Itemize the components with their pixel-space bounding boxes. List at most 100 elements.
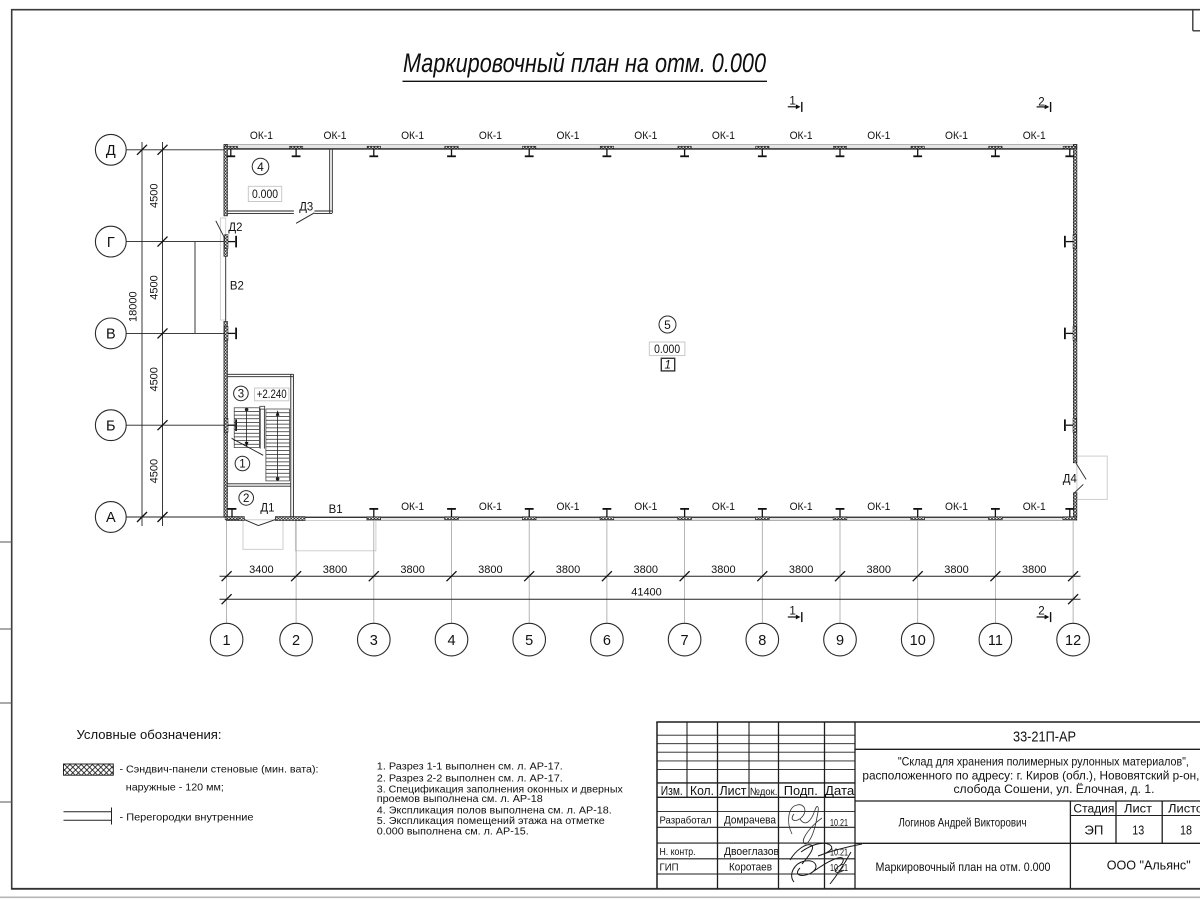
svg-text:10.21: 10.21: [830, 848, 848, 859]
svg-text:Разработал: Разработал: [660, 814, 712, 826]
svg-text:Домрачева: Домрачева: [724, 814, 777, 826]
svg-text:41400: 41400: [631, 587, 662, 599]
svg-text:- Перегородки внутренние: - Перегородки внутренние: [120, 811, 254, 823]
svg-text:2: 2: [292, 633, 300, 649]
svg-text:3. Спецификация заполнения око: 3. Спецификация заполнения оконных и две…: [377, 783, 623, 795]
svg-text:2: 2: [1038, 606, 1044, 618]
svg-text:8: 8: [758, 633, 766, 649]
svg-text:33-21П-АР: 33-21П-АР: [1013, 729, 1076, 745]
svg-text:Кол.: Кол.: [690, 784, 714, 798]
svg-text:Д2: Д2: [228, 220, 242, 234]
svg-text:Коротаев: Коротаев: [729, 861, 772, 873]
svg-text:Б: Б: [106, 418, 116, 434]
svg-text:№док.: №док.: [750, 786, 778, 798]
svg-text:2: 2: [1038, 96, 1044, 108]
svg-text:18000: 18000: [128, 291, 140, 322]
svg-text:Изм.: Изм.: [661, 784, 683, 798]
svg-text:ОК-1: ОК-1: [557, 130, 580, 142]
svg-text:4500: 4500: [149, 275, 161, 299]
svg-text:4500: 4500: [149, 183, 161, 207]
svg-text:1: 1: [789, 606, 795, 618]
svg-text:ОК-1: ОК-1: [250, 130, 273, 142]
svg-text:ОК-1: ОК-1: [790, 501, 813, 513]
svg-text:3800: 3800: [556, 564, 580, 576]
svg-text:Листов: Листов: [1168, 803, 1200, 815]
svg-text:ОК-1: ОК-1: [867, 130, 890, 142]
svg-text:3800: 3800: [944, 564, 968, 576]
svg-text:3800: 3800: [711, 564, 735, 576]
svg-text:1: 1: [223, 633, 231, 649]
svg-text:12: 12: [1065, 633, 1081, 649]
svg-text:слобода Сошени, ул. Ёлочная, д: слобода Сошени, ул. Ёлочная, д. 1.: [954, 782, 1155, 796]
svg-text:3800: 3800: [789, 564, 813, 576]
svg-text:Условные обозначения:: Условные обозначения:: [77, 728, 222, 742]
svg-text:3800: 3800: [478, 564, 502, 576]
svg-text:Лист: Лист: [1124, 803, 1153, 815]
svg-text:4500: 4500: [149, 459, 161, 483]
svg-text:В1: В1: [329, 502, 343, 516]
svg-text:0.000: 0.000: [654, 342, 680, 356]
svg-text:Д3: Д3: [299, 199, 313, 213]
svg-text:Д4: Д4: [1063, 471, 1077, 485]
svg-text:2. Разрез 2-2 выполнен см. л.: 2. Разрез 2-2 выполнен см. л. АР-17.: [377, 773, 563, 784]
svg-text:10: 10: [910, 633, 926, 649]
svg-text:Логинов Андрей Викторович: Логинов Андрей Викторович: [899, 815, 1027, 829]
svg-text:ОК-1: ОК-1: [945, 130, 968, 142]
svg-text:Д: Д: [106, 143, 116, 159]
svg-text:1: 1: [664, 360, 670, 372]
svg-text:- Сэндвич-панели стеновые (мин: - Сэндвич-панели стеновые (мин. вата):: [120, 764, 319, 776]
svg-text:ОК-1: ОК-1: [1023, 130, 1046, 142]
svg-text:+2.240: +2.240: [257, 387, 287, 401]
svg-text:9: 9: [836, 633, 844, 649]
svg-text:ООО "Альянс": ООО "Альянс": [1107, 858, 1191, 872]
svg-text:ЭП: ЭП: [1084, 823, 1103, 838]
svg-text:3: 3: [238, 389, 244, 401]
svg-text:расположенного по адресу: г. К: расположенного по адресу: г. Киров (обл.…: [862, 768, 1200, 782]
svg-text:ОК-1: ОК-1: [479, 130, 502, 142]
svg-text:Дата: Дата: [825, 783, 855, 798]
svg-text:Г: Г: [107, 235, 115, 251]
svg-text:ОК-1: ОК-1: [712, 501, 735, 513]
svg-text:Маркировочный план на отм. 0.0: Маркировочный план на отм. 0.000: [876, 860, 1051, 874]
svg-text:ОК-1: ОК-1: [790, 130, 813, 142]
svg-text:ОК-1: ОК-1: [634, 501, 657, 513]
svg-text:Маркировочный план на отм. 0.0: Маркировочный план на отм. 0.000: [403, 48, 766, 78]
svg-text:10.21: 10.21: [830, 863, 848, 874]
svg-text:6: 6: [603, 633, 611, 649]
svg-text:3800: 3800: [323, 564, 347, 576]
svg-text:3400: 3400: [249, 564, 273, 576]
svg-text:Д1: Д1: [260, 501, 274, 515]
svg-text:Лист: Лист: [720, 783, 747, 798]
svg-text:2: 2: [243, 493, 249, 505]
svg-text:ОК-1: ОК-1: [401, 501, 424, 513]
svg-text:4500: 4500: [149, 367, 161, 391]
svg-text:В2: В2: [230, 279, 244, 293]
svg-text:А: А: [106, 510, 116, 526]
svg-text:ОК-1: ОК-1: [401, 130, 424, 142]
svg-text:10.21: 10.21: [830, 818, 848, 829]
svg-text:4: 4: [257, 160, 264, 174]
svg-text:4. Экспликация полов выполнена: 4. Экспликация полов выполнена см. л. АР…: [377, 805, 612, 816]
svg-text:наружные - 120 мм;: наружные - 120 мм;: [126, 782, 224, 794]
svg-text:ОК-1: ОК-1: [867, 501, 890, 513]
svg-text:ОК-1: ОК-1: [324, 130, 347, 142]
svg-text:ОК-1: ОК-1: [634, 130, 657, 142]
svg-text:5: 5: [525, 633, 533, 649]
svg-text:3800: 3800: [1022, 564, 1046, 576]
svg-text:В: В: [106, 327, 116, 343]
svg-text:3800: 3800: [634, 564, 658, 576]
svg-text:7: 7: [681, 633, 689, 649]
svg-text:5. Экспликация помещений этажа: 5. Экспликация помещений этажа на отметк…: [377, 816, 605, 827]
svg-text:ГИП: ГИП: [660, 861, 679, 873]
svg-text:Н. контр.: Н. контр.: [660, 846, 696, 858]
svg-text:3800: 3800: [867, 564, 891, 576]
svg-text:ОК-1: ОК-1: [557, 501, 580, 513]
svg-text:18: 18: [1180, 823, 1192, 838]
svg-text:"Склад для хранения полимерных: "Склад для хранения полимерных рулонных …: [898, 754, 1189, 768]
svg-text:ОК-1: ОК-1: [945, 501, 968, 513]
svg-text:5: 5: [664, 318, 671, 332]
svg-text:0.000 выполнена см. л. АР-15.: 0.000 выполнена см. л. АР-15.: [377, 827, 529, 838]
svg-text:1. Разрез 1-1 выполнен см. л.: 1. Разрез 1-1 выполнен см. л. АР-17.: [377, 761, 563, 772]
svg-text:Двоеглазов: Двоеглазов: [724, 846, 779, 858]
svg-text:0.000: 0.000: [252, 187, 278, 201]
